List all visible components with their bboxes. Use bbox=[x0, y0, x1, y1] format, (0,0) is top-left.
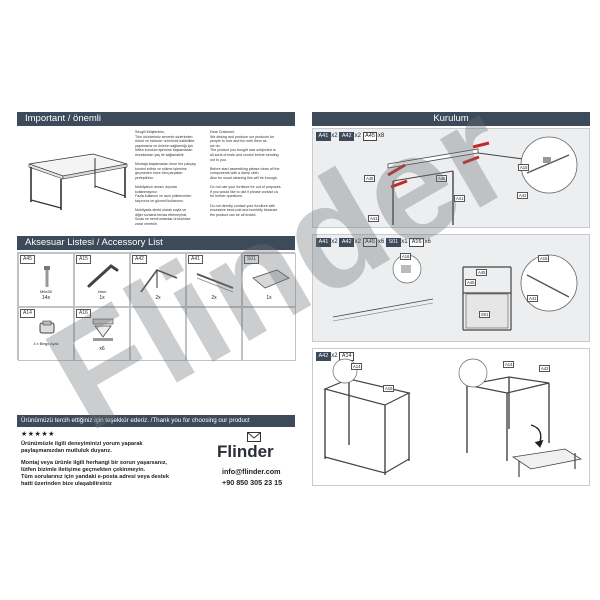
accessory-code: A16 bbox=[76, 309, 91, 318]
accessory-cell-a14: A14 4 x Bingo Ayak bbox=[18, 307, 74, 361]
accessory-size: M6x30 bbox=[39, 289, 52, 294]
accessory-header: Aksesuar Listesi / Accessory List bbox=[17, 236, 295, 250]
accessory-cell-empty bbox=[186, 307, 242, 361]
step-3-diagram bbox=[323, 358, 583, 477]
part-tag: A42 bbox=[339, 132, 355, 141]
allen-key-icon bbox=[87, 264, 119, 288]
accessory-size: 4mm bbox=[97, 289, 107, 294]
callout-label: A14 bbox=[351, 363, 363, 370]
part-qty: x2 bbox=[354, 239, 361, 245]
callout-label: A45 bbox=[465, 279, 477, 286]
callout-label: A15 bbox=[518, 164, 530, 171]
accessory-cell-a16: A16 x6 bbox=[74, 307, 130, 361]
brand-logo: Flinder bbox=[217, 442, 274, 461]
accessory-cell-a45: A45 M6x30 14x bbox=[18, 253, 74, 307]
important-header: Important / önemli bbox=[17, 112, 295, 126]
important-text-tr: Sevgili Müşterimiz, Tüm ürünlerimiz seve… bbox=[135, 130, 197, 226]
part-qty: x2 bbox=[331, 239, 338, 245]
callout-label: A14 bbox=[503, 361, 515, 368]
email-text: info@flinder.com bbox=[222, 467, 281, 476]
phone-text: +90 850 305 23 15 bbox=[222, 478, 283, 487]
callout-label: A41 bbox=[527, 295, 539, 302]
accessory-code: A15 bbox=[76, 255, 91, 264]
accessory-qty: 2x bbox=[211, 295, 217, 301]
foot-cap-icon bbox=[39, 320, 55, 334]
part-tag: A45 bbox=[362, 238, 378, 247]
review-text: Ürünümüzle ilgili deneyiminizi yorum yap… bbox=[21, 441, 143, 447]
callout-label: A45 bbox=[364, 175, 376, 182]
tabletop-icon bbox=[252, 269, 290, 289]
left-page: Important / önemli Sevgili Müşterimiz, T… bbox=[17, 112, 296, 490]
accessory-cell-s01: S01 1x bbox=[242, 253, 296, 307]
accessory-cell-a15: A15 4mm 1x bbox=[74, 253, 130, 307]
part-qty: x1 bbox=[401, 239, 408, 245]
part-tag: S01 bbox=[385, 238, 401, 247]
callout-label: A16 bbox=[383, 385, 395, 392]
thanks-bar: Ürünümüzü tercih ettiğiniz için teşekkür… bbox=[17, 415, 295, 427]
accessory-code: A41 bbox=[188, 255, 203, 264]
callout-label: A15 bbox=[538, 255, 550, 262]
accessory-code: A42 bbox=[132, 255, 147, 264]
callout-label: A16 bbox=[400, 253, 412, 260]
step-2-diagram bbox=[332, 254, 578, 331]
part-tag: A42 bbox=[316, 352, 331, 361]
review-text: paylaşmanızdan mutluluk duyarız. bbox=[21, 448, 112, 454]
mail-icon bbox=[247, 432, 261, 442]
support-text: lütfen bizimle iletişime geçmekten çekin… bbox=[21, 467, 146, 473]
accessory-cell-empty bbox=[130, 307, 186, 361]
accessory-grid: A45 M6x30 14x A15 4mm 1x A42 2x A41 2x bbox=[17, 252, 296, 361]
callout-label: A42 bbox=[539, 365, 551, 372]
part-tag: A42 bbox=[339, 238, 355, 247]
part-tag: A41 bbox=[316, 238, 331, 247]
accessory-qty: 1x bbox=[266, 295, 272, 301]
accessory-qty: 14x bbox=[41, 295, 51, 301]
part-tag: A45 bbox=[362, 132, 378, 141]
part-tag: A41 bbox=[316, 132, 331, 141]
accessory-cell-a42: A42 2x bbox=[130, 253, 186, 307]
support-text: hatti üzerinden bize ulaşabilirsiniz bbox=[21, 481, 112, 487]
frame-leg-icon bbox=[140, 269, 178, 293]
callout-label: A42 bbox=[517, 192, 529, 199]
support-text: Montaj veya ürünle ilgili herhangi bir s… bbox=[21, 460, 168, 466]
part-tag: A16 bbox=[409, 238, 425, 247]
accessory-code: A14 bbox=[20, 309, 35, 318]
bolt-icon bbox=[44, 266, 50, 287]
accessory-code: S01 bbox=[244, 255, 259, 264]
callout-label: A41 bbox=[368, 215, 380, 222]
leveler-icon bbox=[92, 318, 114, 341]
rating-stars: ★★★★★ bbox=[21, 431, 55, 438]
assembly-header: Kurulum bbox=[312, 112, 590, 126]
part-qty: x6 bbox=[424, 239, 431, 245]
desk-illustration bbox=[28, 153, 128, 210]
important-text-en: Dear Customer, We desing and produce our… bbox=[210, 130, 282, 217]
rail-icon bbox=[196, 273, 234, 293]
part-qty: x8 bbox=[377, 133, 385, 139]
accessory-cell-empty bbox=[242, 307, 296, 361]
callout-label: A45 bbox=[476, 269, 488, 276]
part-qty: x2 bbox=[331, 353, 338, 359]
part-qty: x2 bbox=[354, 133, 361, 139]
support-text: Tüm sorularınız için yandaki e-posta adr… bbox=[21, 474, 169, 480]
accessory-size: 4 x Bingo Ayak bbox=[33, 342, 59, 346]
callout-label: A45 bbox=[436, 175, 448, 182]
accessory-qty: x6 bbox=[99, 346, 105, 352]
part-qty: x6 bbox=[377, 239, 385, 245]
step-1-diagram bbox=[387, 136, 578, 225]
part-qty: x2 bbox=[331, 133, 338, 139]
callout-label: A41 bbox=[454, 195, 466, 202]
accessory-qty: 2x bbox=[155, 295, 161, 301]
accessory-code: A45 bbox=[20, 255, 35, 264]
accessory-qty: 1x bbox=[99, 295, 105, 301]
accessory-cell-a41: A41 2x bbox=[186, 253, 242, 307]
callout-label: S01 bbox=[479, 311, 491, 318]
